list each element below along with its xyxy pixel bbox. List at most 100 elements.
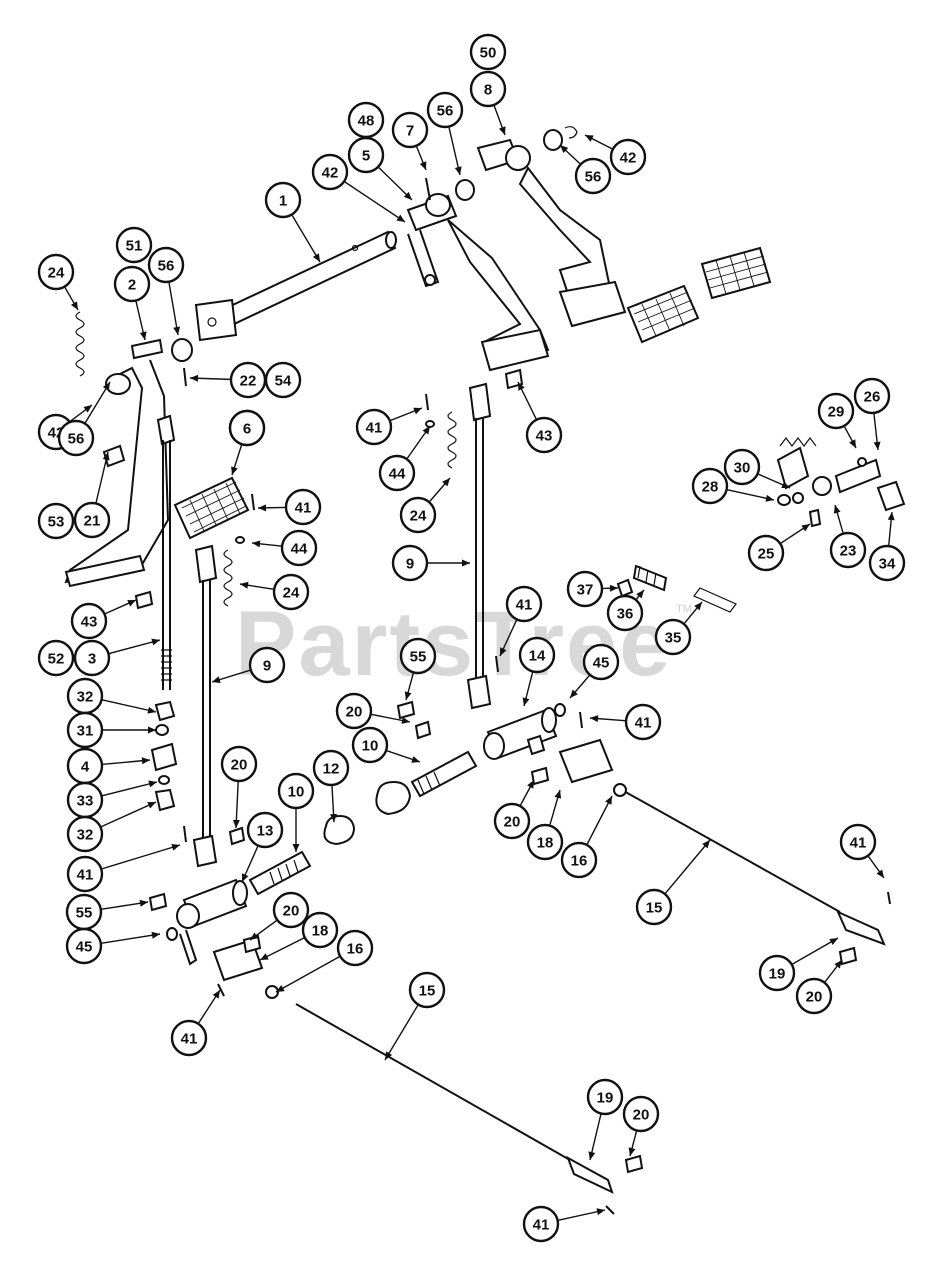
callout-label: 23 — [840, 543, 857, 560]
callout-leader — [384, 1005, 419, 1061]
callout-20: 20 — [493, 779, 535, 840]
leader-arrowhead — [829, 938, 838, 946]
callout-bubble — [795, 977, 833, 1015]
callout-53: 53 — [37, 502, 75, 540]
callout-29: 29 — [817, 392, 857, 449]
leader-arrowhead — [876, 869, 884, 878]
callout-label: 41 — [295, 500, 312, 517]
callout-56: 56 — [57, 381, 111, 457]
leader-arrowhead — [171, 843, 180, 851]
callout-32: 32 — [66, 801, 157, 853]
callout-3: 3 — [73, 638, 161, 677]
callout-bubble — [635, 888, 673, 926]
callout-12: 12 — [312, 749, 350, 823]
callout-bubble — [399, 637, 437, 675]
callout-bubble — [853, 377, 891, 415]
callout-9: 9 — [391, 544, 470, 582]
callout-leader — [792, 937, 839, 965]
callout-label: 7 — [406, 123, 414, 140]
callout-label: 1 — [279, 193, 287, 210]
callout-label: 20 — [346, 704, 363, 721]
callout-bubble — [277, 772, 315, 810]
leader-arrowhead — [442, 478, 450, 487]
callout-bubble — [839, 823, 877, 861]
leader-arrowhead — [498, 126, 506, 135]
callout-19: 19 — [586, 1078, 624, 1161]
leader-arrowhead — [240, 581, 249, 589]
callout-19: 19 — [758, 937, 839, 992]
leader-arrowhead — [190, 374, 199, 382]
leader-arrowhead — [873, 441, 881, 450]
callout-bubble — [399, 496, 437, 534]
callout-44: 44 — [251, 529, 318, 567]
callout-21: 21 — [73, 451, 111, 539]
callout-bubble — [624, 703, 662, 741]
callout-label: 20 — [504, 814, 521, 831]
leader-arrowhead — [454, 166, 462, 175]
callout-24: 24 — [399, 477, 451, 534]
callout-20: 20 — [335, 692, 411, 730]
callout-7: 7 — [391, 111, 429, 171]
callout-15: 15 — [635, 839, 711, 926]
callout-label: 13 — [257, 823, 274, 840]
callout-bubble — [228, 409, 266, 447]
callout-label: 45 — [76, 939, 93, 956]
callout-56: 56 — [559, 144, 612, 195]
callout-31: 31 — [66, 711, 156, 749]
callout-2: 2 — [113, 265, 151, 341]
callout-15: 15 — [384, 971, 446, 1061]
callout-bubble — [586, 1078, 624, 1116]
callout-bubble — [493, 802, 531, 840]
callout-label: 41 — [366, 420, 383, 437]
callout-leader — [95, 451, 109, 503]
callout-leader — [275, 956, 340, 993]
callout-leader — [102, 844, 181, 870]
leader-arrowhead — [422, 426, 430, 435]
callout-label: 26 — [864, 389, 881, 406]
callout-43: 43 — [70, 599, 137, 640]
callout-bubble — [426, 91, 464, 129]
callout-45: 45 — [569, 643, 620, 699]
callout-label: 41 — [181, 1031, 198, 1048]
callout-26: 26 — [853, 377, 891, 451]
leader-arrowhead — [102, 452, 110, 461]
callout-leader — [259, 937, 305, 961]
callout-bubble — [264, 361, 302, 399]
callout-bubble — [272, 573, 310, 611]
left-rod — [150, 414, 178, 812]
callout-leader — [102, 781, 158, 797]
callout-bubble — [378, 454, 416, 492]
callout-56: 56 — [426, 91, 464, 176]
leader-arrowhead — [330, 813, 338, 822]
callout-label: 54 — [275, 373, 292, 390]
left-rod-9 — [192, 544, 218, 868]
callout-leader — [448, 127, 461, 176]
callout-label: 55 — [410, 649, 427, 666]
leader-arrowhead — [411, 756, 420, 763]
callout-24: 24 — [239, 573, 310, 611]
callout-20: 20 — [220, 745, 258, 829]
callout-leader — [665, 839, 711, 894]
leader-arrowhead — [636, 590, 644, 599]
callout-bubble — [829, 531, 867, 569]
callout-43: 43 — [517, 381, 563, 454]
callout-label: 51 — [126, 238, 143, 255]
watermark-tm: TM — [676, 603, 692, 615]
leader-arrowhead — [628, 1147, 636, 1156]
callout-bubble — [280, 529, 318, 567]
callout-bubble — [560, 841, 598, 879]
callout-9: 9 — [211, 646, 286, 684]
callout-label: 48 — [358, 113, 375, 130]
callout-label: 31 — [77, 723, 94, 740]
leader-arrowhead — [260, 953, 269, 960]
callout-bubble — [566, 570, 604, 608]
callout-55: 55 — [65, 893, 149, 931]
callout-bubble — [113, 265, 151, 303]
bracket-35-36-37 — [616, 564, 737, 613]
leader-arrowhead — [258, 504, 267, 512]
leader-arrowhead — [148, 726, 156, 734]
callout-label: 15 — [646, 900, 663, 917]
callout-10: 10 — [277, 772, 315, 852]
leader-arrowhead — [849, 439, 856, 448]
callout-label: 20 — [633, 1107, 650, 1124]
